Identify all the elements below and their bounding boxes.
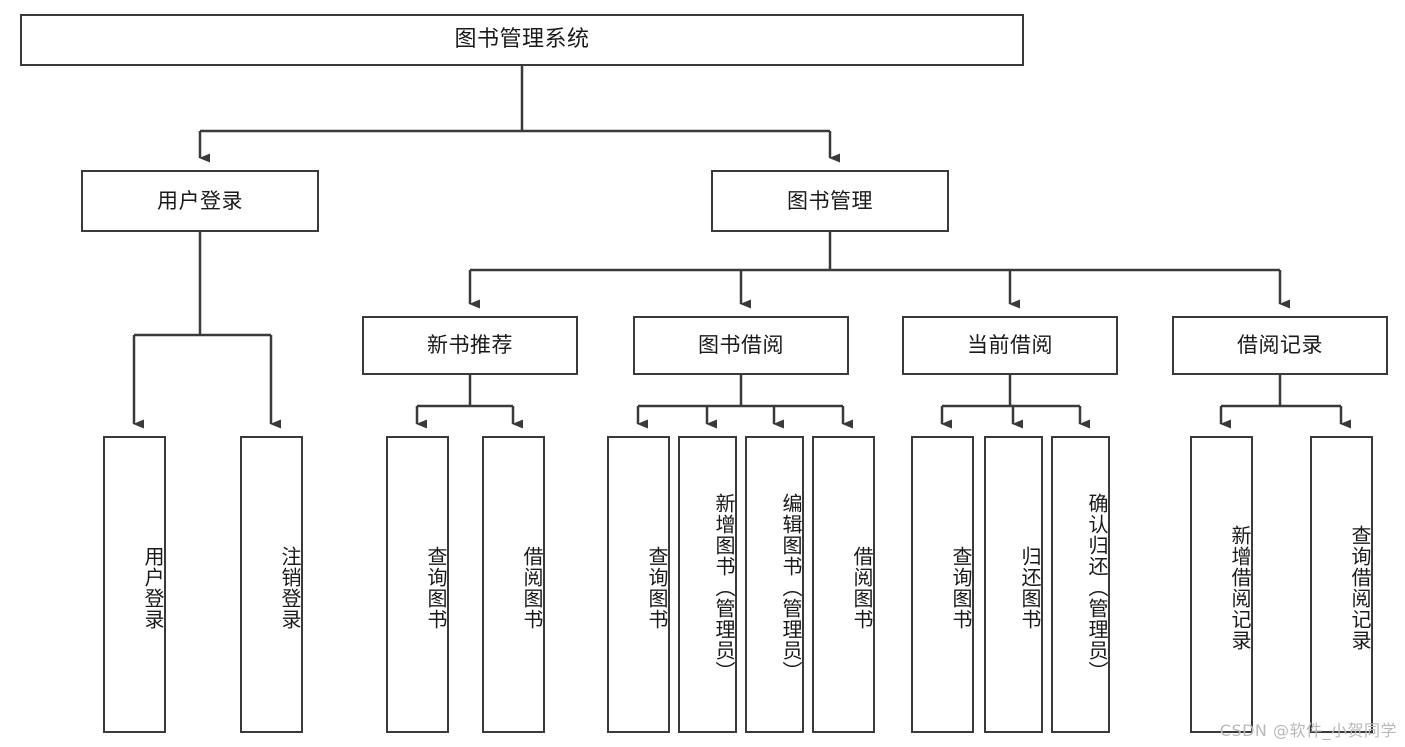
leaf-confirm-return-admin[interactable]: 确认归还（管理员） (1051, 436, 1110, 733)
leaf-return-book[interactable]: 归还图书 (984, 436, 1043, 733)
node-current-borrow[interactable]: 当前借阅 (902, 316, 1118, 375)
leaf-query-borrow-record[interactable]: 查询借阅记录 (1310, 436, 1373, 733)
leaf-edit-book-admin[interactable]: 编辑图书（管理员） (745, 436, 804, 733)
leaf-borrow-book[interactable]: 借阅图书 (812, 436, 875, 733)
node-book-borrow[interactable]: 图书借阅 (633, 316, 849, 375)
node-book-management[interactable]: 图书管理 (711, 170, 949, 232)
leaf-logout[interactable]: 注销登录 (240, 436, 303, 733)
node-new-book-recommend[interactable]: 新书推荐 (362, 316, 578, 375)
node-root[interactable]: 图书管理系统 (20, 14, 1024, 66)
leaf-query-book-current[interactable]: 查询图书 (911, 436, 974, 733)
leaf-borrow-book-recommend[interactable]: 借阅图书 (482, 436, 545, 733)
node-borrow-record[interactable]: 借阅记录 (1172, 316, 1388, 375)
leaf-add-book-admin[interactable]: 新增图书（管理员） (678, 436, 737, 733)
leaf-user-login[interactable]: 用户登录 (103, 436, 166, 733)
leaf-query-book-recommend[interactable]: 查询图书 (386, 436, 449, 733)
leaf-add-borrow-record[interactable]: 新增借阅记录 (1190, 436, 1253, 733)
leaf-query-book-borrow[interactable]: 查询图书 (607, 436, 670, 733)
node-user-login[interactable]: 用户登录 (81, 170, 319, 232)
